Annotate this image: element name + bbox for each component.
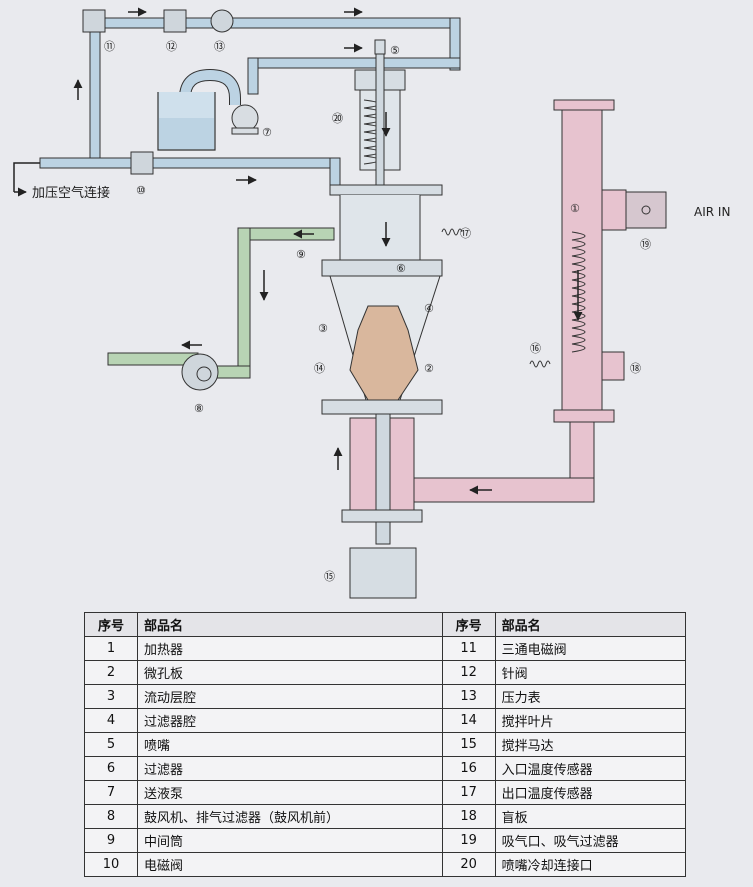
callout-1: ① — [570, 202, 580, 215]
row-name: 喷嘴冷却连接口 — [494, 852, 687, 877]
row-name: 搅拌马达 — [494, 732, 687, 757]
callout-13: ⑬ — [214, 40, 225, 53]
row-name: 出口温度传感器 — [494, 780, 687, 805]
row-no: 20 — [441, 852, 496, 877]
row-no: 1 — [84, 636, 138, 661]
row-name: 三通电磁阀 — [494, 636, 687, 661]
callout-2: ② — [424, 362, 434, 375]
row-name: 微孔板 — [137, 660, 443, 685]
row-name: 搅拌叶片 — [494, 708, 687, 733]
header-name-right: 部品名 — [494, 612, 687, 637]
callout-7: ⑦ — [262, 126, 272, 139]
fluid-bed-diagram: 加压空气连接 AIR IN — [13, 7, 730, 599]
pump-icon — [231, 104, 259, 132]
row-name: 针阀 — [494, 660, 687, 685]
callout-18: ⑱ — [630, 362, 641, 375]
main-column — [321, 39, 443, 599]
callout-4: ④ — [424, 302, 434, 315]
row-no: 7 — [84, 780, 138, 805]
solenoid-valve-10-icon — [130, 151, 154, 175]
row-no: 12 — [441, 660, 496, 685]
callouts: ① ② ③ ④ ⑤ ⑥ ⑦ ⑧ ⑨ ⑩ ⑪ ⑫ ⑬ ⑭ ⑮ ⑯ ⑰ ⑱ ⑲ ⑳ — [104, 40, 651, 583]
callout-8: ⑧ — [194, 402, 204, 415]
callout-16: ⑯ — [530, 342, 541, 355]
callout-20: ⑳ — [332, 112, 343, 125]
row-no: 8 — [84, 804, 138, 829]
row-no: 10 — [84, 852, 138, 877]
row-no: 4 — [84, 708, 138, 733]
inlet-sensor-icon — [529, 360, 551, 368]
table-header-row: 序号 部品名 序号 部品名 — [84, 612, 687, 637]
callout-19: ⑲ — [640, 238, 651, 251]
row-name: 流动层腔 — [137, 684, 443, 709]
row-name: 压力表 — [494, 684, 687, 709]
row-no: 6 — [84, 756, 138, 781]
heater-coil-icon — [571, 231, 586, 353]
air-intake-19-icon — [625, 191, 667, 229]
row-name: 鼓风机、排气过滤器（鼓风机前） — [137, 804, 443, 829]
needle-valve-12-icon — [163, 9, 187, 33]
row-no: 15 — [441, 732, 496, 757]
row-name: 送液泵 — [137, 780, 443, 805]
air-in-label: AIR IN — [694, 205, 730, 219]
callout-3: ③ — [318, 322, 328, 335]
callout-14: ⑭ — [314, 362, 325, 375]
callout-9: ⑨ — [296, 248, 306, 261]
row-name: 过滤器腔 — [137, 708, 443, 733]
header-no-right: 序号 — [441, 612, 496, 637]
air-inlet-line — [13, 162, 40, 192]
row-no: 14 — [441, 708, 496, 733]
row-name: 喷嘴 — [137, 732, 443, 757]
row-no: 19 — [441, 828, 496, 853]
row-name: 盲板 — [494, 804, 687, 829]
row-no: 2 — [84, 660, 138, 685]
row-no: 11 — [441, 636, 496, 661]
row-no: 17 — [441, 780, 496, 805]
row-name: 过滤器 — [137, 756, 443, 781]
callout-5: ⑤ — [390, 44, 400, 57]
row-no: 3 — [84, 684, 138, 709]
row-name: 吸气口、吸气过滤器 — [494, 828, 687, 853]
row-name: 加热器 — [137, 636, 443, 661]
callout-11: ⑪ — [104, 40, 115, 53]
callout-10: ⑩ — [136, 184, 146, 197]
flow-arrows — [73, 7, 583, 495]
pressurized-air-label: 加压空气连接 — [32, 185, 110, 201]
blower-icon — [181, 353, 219, 391]
callout-15: ⑮ — [324, 570, 335, 583]
row-name: 入口温度传感器 — [494, 756, 687, 781]
heater-assembly — [349, 99, 627, 519]
header-no-left: 序号 — [84, 612, 138, 637]
header-name-left: 部品名 — [137, 612, 443, 637]
callout-17: ⑰ — [460, 227, 471, 240]
row-name: 电磁阀 — [137, 852, 443, 877]
row-name: 中间筒 — [137, 828, 443, 853]
row-no: 16 — [441, 756, 496, 781]
solenoid-valve-11-icon — [82, 9, 106, 33]
row-no: 9 — [84, 828, 138, 853]
pressure-gauge-13-icon — [210, 9, 234, 33]
row-no: 18 — [441, 804, 496, 829]
row-no: 5 — [84, 732, 138, 757]
callout-6: ⑥ — [396, 262, 406, 275]
outlet-sensor-icon — [441, 228, 463, 236]
callout-12: ⑫ — [166, 40, 177, 53]
row-no: 13 — [441, 684, 496, 709]
